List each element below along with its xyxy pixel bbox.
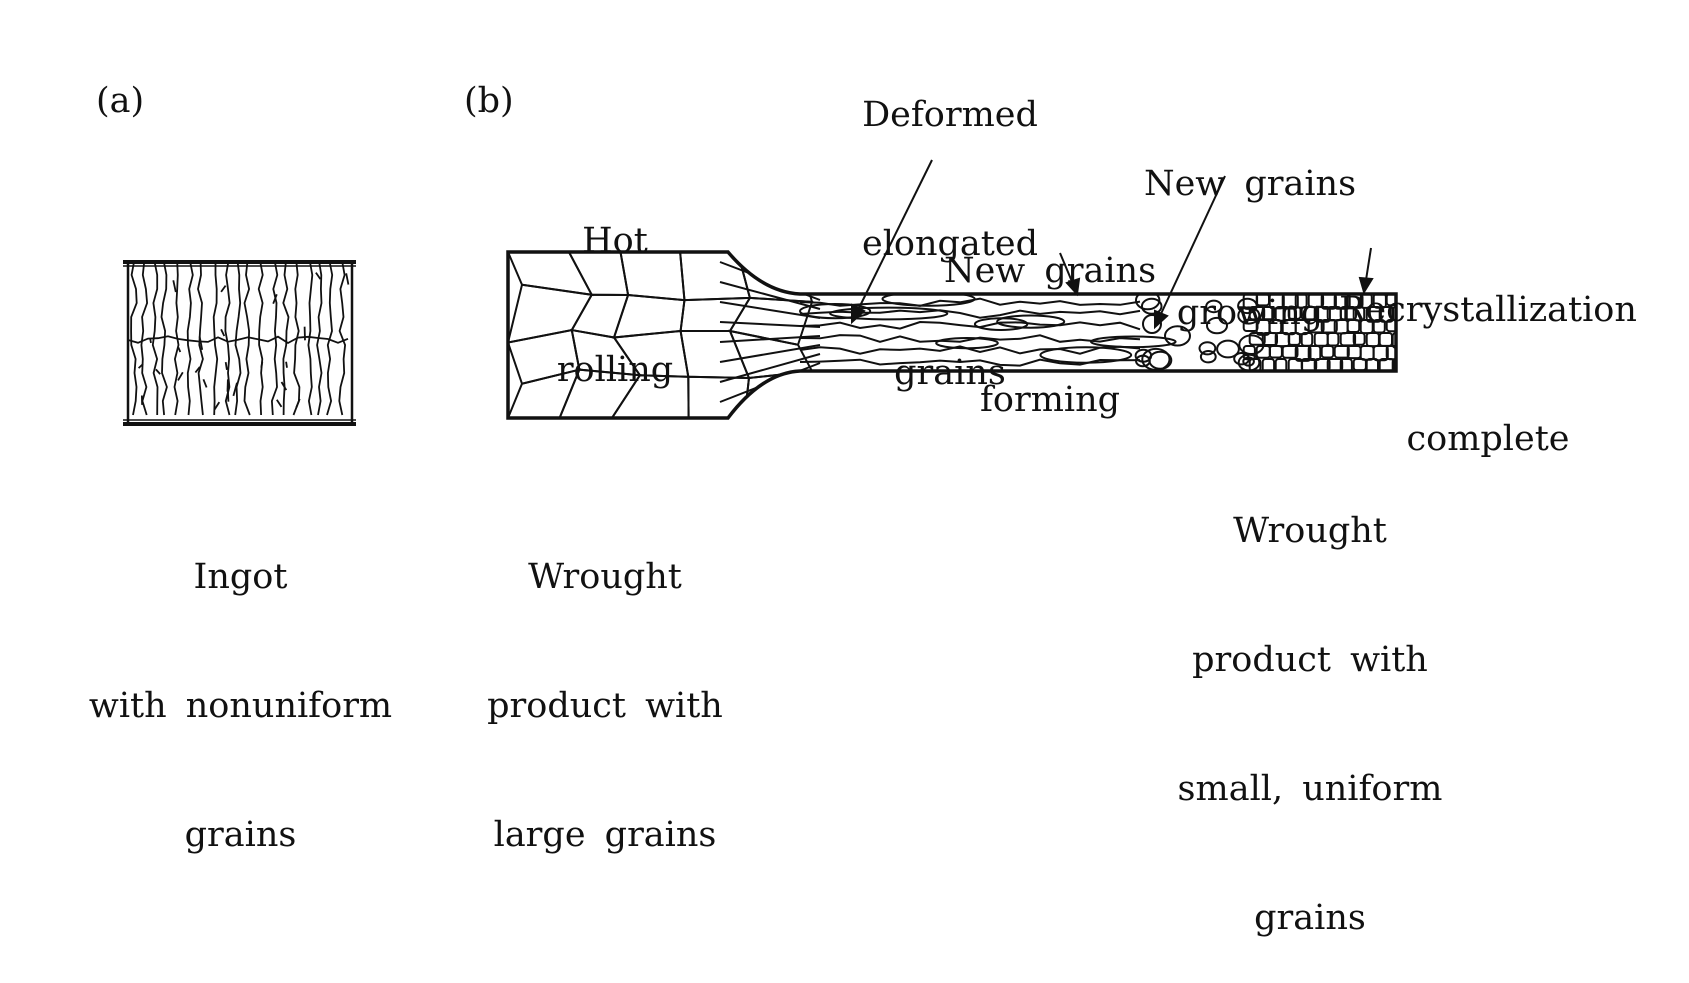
- grain-detail: [221, 329, 224, 336]
- large-caption-line-3: large grains: [470, 814, 740, 857]
- ingot-figure: [123, 262, 356, 424]
- forming-line-2: forming: [930, 379, 1170, 422]
- grain-detail: [277, 400, 282, 407]
- grain-detail: [226, 362, 227, 370]
- columnar-grain-boundary: [162, 262, 167, 415]
- grain-detail: [296, 399, 299, 408]
- columnar-grain-boundary: [131, 262, 137, 415]
- ingot-caption: Ingot with nonuniform grains: [63, 470, 418, 900]
- deformed-line-1: Deformed: [830, 94, 1070, 137]
- columnar-grain-boundary: [259, 262, 263, 415]
- grain-detail: [156, 369, 160, 374]
- large-caption-line-2: product with: [470, 685, 740, 728]
- ingot-caption-line-1: Ingot: [63, 556, 418, 599]
- grain-detail: [228, 388, 229, 401]
- grain-detail: [178, 347, 180, 352]
- grain-detail: [346, 273, 348, 284]
- growing-line-1: New grains: [1120, 163, 1380, 206]
- grain-detail: [150, 339, 151, 343]
- diagram: (a) Ingot with nonuniform grains (b) Hot…: [0, 0, 1689, 663]
- large-caption-line-1: Wrought: [470, 556, 740, 599]
- grain-detail: [261, 362, 262, 368]
- grain-detail: [173, 280, 176, 292]
- grain-detail: [221, 286, 226, 292]
- grain-detail: [316, 273, 321, 280]
- panel-b-tag: (b): [464, 80, 514, 123]
- ingot-midline: [128, 336, 348, 343]
- hot-rolling-label: Hot rolling: [515, 134, 715, 435]
- columnar-grain-boundary: [339, 262, 345, 415]
- grain-detail: [178, 372, 183, 380]
- ingot-caption-line-2: with nonuniform: [63, 685, 418, 728]
- small-caption-line-4: grains: [1150, 897, 1470, 940]
- ingot-caption-line-3: grains: [63, 814, 418, 857]
- small-grains-caption: Wrought product with small, uniform grai…: [1150, 424, 1470, 983]
- grain-detail: [203, 379, 206, 387]
- columnar-grain-boundary: [283, 262, 288, 415]
- recrystallization-line-1: Recrystallization: [1318, 289, 1658, 332]
- hot-rolling-line-2: rolling: [515, 349, 715, 392]
- small-caption-line-2: product with: [1150, 639, 1470, 682]
- small-caption-line-1: Wrought: [1150, 510, 1470, 553]
- large-grains-caption: Wrought product with large grains: [470, 470, 740, 900]
- small-caption-line-3: small, uniform: [1150, 768, 1470, 811]
- panel-a-tag: (a): [96, 80, 144, 123]
- columnar-grain-boundary: [188, 262, 193, 415]
- large-grain: [745, 371, 812, 418]
- grain-detail: [286, 362, 287, 368]
- hot-rolling-line-1: Hot: [515, 220, 715, 263]
- columnar-grain-boundary: [308, 262, 312, 415]
